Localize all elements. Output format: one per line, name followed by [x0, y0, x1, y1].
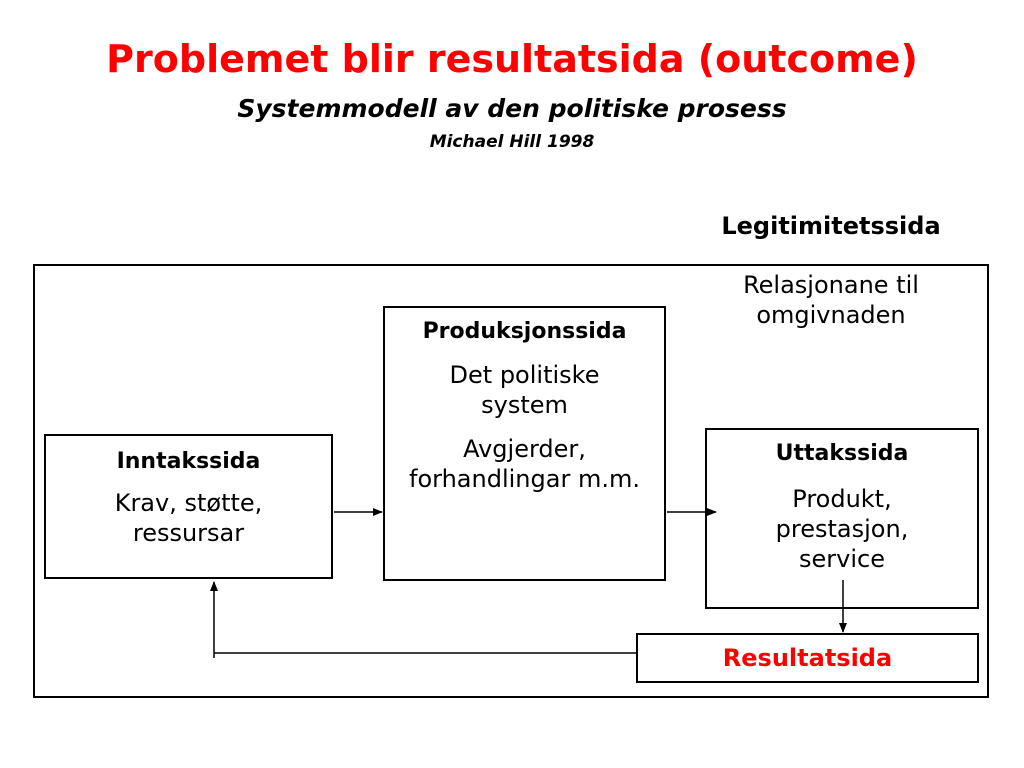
legitimitet-heading: Legitimitetssida	[721, 212, 941, 240]
resultat-box: Resultatsida	[636, 633, 979, 683]
inntak-body: Krav, støtte, ressursar	[114, 489, 263, 547]
inntak-box: Inntakssida Krav, støtte, ressursar	[44, 434, 333, 579]
page-subtitle: Systemmodell av den politiske prosess	[237, 94, 787, 123]
produksjon-box: Produksjonssida Det politiske system Avg…	[383, 306, 666, 581]
uttak-heading: Uttakssida	[775, 441, 909, 466]
page-title: Problemet blir resultatsida (outcome)	[106, 37, 918, 81]
uttak-box: Uttakssida Produkt, prestasjon, service	[705, 428, 979, 609]
legitimitet-body: Relasjonane til omgivnaden	[743, 271, 919, 329]
resultat-label: Resultatsida	[722, 644, 893, 672]
produksjon-body-avgjerder: Avgjerder, forhandlingar m.m.	[409, 435, 640, 493]
produksjon-body-system: Det politiske system	[449, 361, 600, 419]
inntak-heading: Inntakssida	[116, 449, 261, 474]
author-credit: Michael Hill 1998	[429, 132, 595, 152]
uttak-body: Produkt, prestasjon, service	[775, 485, 909, 573]
system-frame	[33, 264, 989, 698]
produksjon-heading: Produksjonssida	[422, 319, 627, 344]
